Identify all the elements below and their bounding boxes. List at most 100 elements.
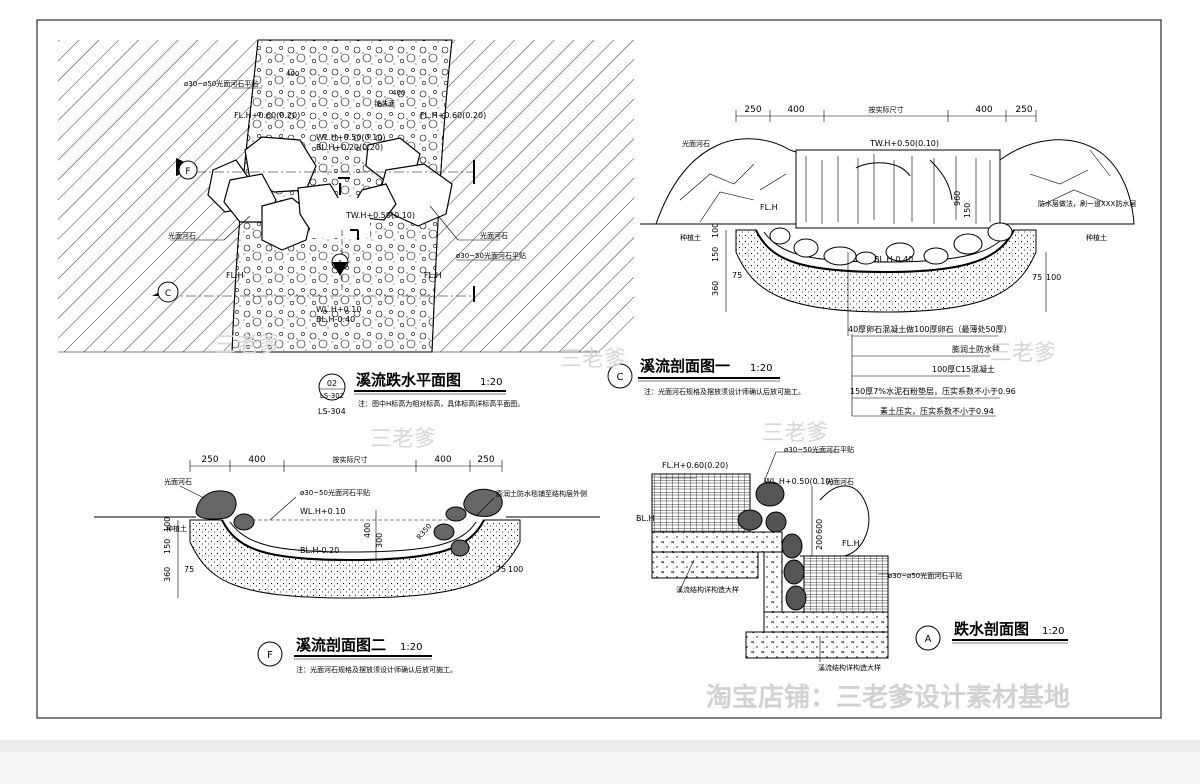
section-a-marker: A xyxy=(925,634,932,645)
section-c-label-fl: FL.H xyxy=(760,203,778,212)
section-c-marker: C xyxy=(617,372,624,383)
plan-label-pave-note: 铺装面 xyxy=(374,99,395,108)
watermark-3: 三老爹 xyxy=(990,341,1056,366)
plan-label-flh-right: FL.H xyxy=(424,271,442,280)
plan-section-f-label: F xyxy=(185,167,190,177)
plan-label-wl2: WL.H+0.10 xyxy=(316,305,361,314)
plan-label-bl2: BL.H-0.40 xyxy=(316,315,355,324)
plan-title: 溪流跌水平面图 xyxy=(356,371,461,389)
plan-label-fl-left: FL.H+0.60(0.20) xyxy=(234,111,300,120)
section-f-label-waterproof: 膨润土防水毯铺至结构层外侧 xyxy=(496,489,587,498)
section-f-h-left1: 100 xyxy=(163,517,172,532)
section-a-title: 跌水剖面图 xyxy=(954,620,1029,638)
section-c-title: 溪流剖面图一 xyxy=(640,357,730,375)
section-c-note: 注：光面河石规格及摆放须设计师确认后放可施工。 xyxy=(644,387,805,396)
section-f-label-paving: ø30~50光面河石平贴 xyxy=(300,488,370,497)
section-c: 250 400 按实际尺寸 400 250 xyxy=(607,105,1136,417)
section-c-label-soil2: 种植土 xyxy=(1086,233,1107,242)
plan-label-river-stone-right: 光面河石 xyxy=(480,231,508,240)
section-f-dim-3: 按实际尺寸 xyxy=(333,455,368,464)
section-a-label-paving-top: ø30~50光面河石平贴 xyxy=(784,445,854,454)
section-c-dim-2: 400 xyxy=(787,105,804,115)
section-c-layer-2: 膨润土防水毯 xyxy=(952,344,1000,354)
watermark-1: 三老爹 xyxy=(214,333,280,358)
section-c-dim-3: 按实际尺寸 xyxy=(869,105,904,114)
section-a-label-fl2: FL.H xyxy=(842,539,860,548)
section-f-dim-2: 400 xyxy=(248,455,265,465)
section-f-title-block: F 溪流剖面图二 1:20 注：光面河石规格及摆放须设计师确认后放可施工。 xyxy=(257,636,457,674)
plan-ref-sheet2: LS-304 xyxy=(318,407,346,416)
plan-scale: 1:20 xyxy=(480,377,502,388)
section-f-d300: 300 xyxy=(375,533,384,548)
section-a-label-bl: BL.H xyxy=(636,514,655,523)
plan-label-bl: BL.H+0.20(0.20) xyxy=(316,143,383,152)
section-c-wall-h2: 150 xyxy=(963,203,972,218)
section-c-label-tw: TW.H+0.50(0.10) xyxy=(869,139,939,148)
plan-label-stone-paving: ø30~ø50光面河石平贴 xyxy=(184,79,258,88)
section-c-h-left1: 100 xyxy=(711,223,720,238)
watermark-5: 三老爹 xyxy=(762,421,828,446)
section-f-scale: 1:20 xyxy=(400,642,422,653)
section-f-h-left2: 150 xyxy=(163,539,172,554)
plan-label-tw: TW.H+0.50(0.10) xyxy=(345,211,415,220)
section-c-dim-5: 250 xyxy=(1015,105,1032,115)
plan-label-flh-left: FL.H xyxy=(226,271,244,280)
section-f-d400: 400 xyxy=(363,523,372,538)
plan-section-c-label: C xyxy=(165,289,171,299)
section-c-label-soil: 种植土 xyxy=(680,233,701,242)
section-c-title-block: C 溪流剖面图一 1:20 注：光面河石规格及摆放须设计师确认后放可施工。 xyxy=(607,357,805,396)
plan-label-river-stone-left: 光面河石 xyxy=(168,231,196,240)
section-f-h-right1: 75 xyxy=(496,565,506,574)
section-a-scale: 1:20 xyxy=(1042,626,1064,637)
plan-label-wl: WL.H+0.50(0.10) xyxy=(316,133,386,142)
shop-watermark: 淘宝店铺：三老爹设计素材基地 xyxy=(706,682,1070,713)
plan-view: F C A ø30~ø50光面河石平贴 400 400 铺装面 FL.H+0.6… xyxy=(58,39,634,416)
section-a-label-structure2: 溪流结构详构造大样 xyxy=(818,663,881,672)
section-c-label-waterproof: 防水层做法，刷一道XXX防水层 xyxy=(1038,199,1136,208)
section-f-title: 溪流剖面图二 xyxy=(296,636,386,654)
section-c-layer-3: 100厚C15混凝土 xyxy=(932,364,995,374)
section-a-label-river-stone: 光面河石 xyxy=(826,477,854,486)
plan-section-marker-c: C xyxy=(152,281,179,303)
plan-title-block: 02 LS-302 LS-304 溪流跌水平面图 1:20 注：图中H标高为相对… xyxy=(318,371,524,416)
plan-label-fl-right: FL.H+0.60(0.20) xyxy=(420,111,486,120)
drawing-canvas: F C A ø30~ø50光面河石平贴 400 400 铺装面 FL.H+0.6… xyxy=(36,19,1162,719)
plan-section-marker-f: F xyxy=(176,158,198,180)
section-f-label-soil: 种植土 xyxy=(166,524,187,533)
section-f-dim-1: 250 xyxy=(201,455,218,465)
section-f-dim-5: 250 xyxy=(477,455,494,465)
section-f-dim-4: 400 xyxy=(434,455,451,465)
drawing-sheet: F C A ø30~ø50光面河石平贴 400 400 铺装面 FL.H+0.6… xyxy=(0,0,1200,740)
sheet-border xyxy=(36,19,1162,719)
section-a-label-wl: WL.H+0.50(0.10) xyxy=(764,477,834,486)
section-f-label-wl: WL.H+0.10 xyxy=(300,507,345,516)
plan-section-marker-a: A xyxy=(331,253,349,276)
bottom-strip xyxy=(0,740,1200,784)
section-f-h-left4: 75 xyxy=(184,565,194,574)
section-f-h-left3: 360 xyxy=(163,567,172,582)
section-c-h-left2: 75 xyxy=(732,271,742,280)
section-a: ø30~50光面河石平贴 FL.H+0.60(0.20) WL.H+0.50(0… xyxy=(636,445,1068,672)
plan-ref-sheet: LS-302 xyxy=(320,392,344,400)
section-a-label-structure1: 溪流结构详构造大样 xyxy=(676,585,739,594)
section-c-layer-1: 40厚卵石混凝土做100厚卵石（最薄处50厚） xyxy=(848,324,1012,334)
section-a-label-fl: FL.H+0.60(0.20) xyxy=(662,461,728,470)
section-c-h-right1: 75 xyxy=(1032,273,1042,282)
section-f-label-river-stone: 光面河石 xyxy=(164,477,192,486)
plan-label-dim-400: 400 xyxy=(286,70,299,78)
section-c-scale: 1:20 xyxy=(750,363,772,374)
section-c-dim-1: 250 xyxy=(744,105,761,115)
section-f-marker: F xyxy=(267,650,273,661)
plan-note: 注：图中H标高为相对标高，具体标高详标高平面图。 xyxy=(358,399,524,408)
plan-section-a-label: A xyxy=(338,259,343,267)
section-c-wall-h1: 960 xyxy=(953,191,962,206)
watermark-2: 三老爹 xyxy=(560,347,626,372)
plan-label-stone-paving2: ø30~50光面河石平贴 xyxy=(456,251,526,260)
watermark-4: 三老爹 xyxy=(370,427,436,452)
section-f-label-r: R350 xyxy=(415,522,433,541)
section-c-layer-4: 150厚7%水泥石粉垫层，压实系数不小于0.96 xyxy=(850,386,1016,396)
section-f-note: 注：光面河石规格及摆放须设计师确认后放可施工。 xyxy=(296,665,457,674)
section-a-title-block: A 跌水剖面图 1:20 xyxy=(915,620,1068,651)
section-a-h2: 200 xyxy=(815,535,824,550)
section-f-label-bl: BL.H-0.20 xyxy=(300,546,339,555)
